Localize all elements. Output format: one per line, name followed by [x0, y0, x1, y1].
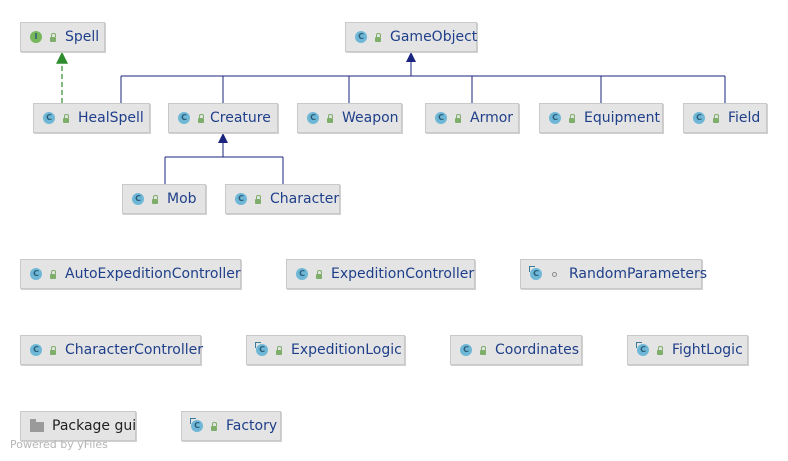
class-icon: C	[132, 192, 150, 206]
node-label: Factory	[226, 418, 278, 434]
class-icon: C	[355, 30, 373, 44]
node-field[interactable]: C Field	[683, 103, 767, 133]
node-label: CharacterController	[65, 342, 203, 358]
lock-icon	[455, 113, 461, 123]
class-icon: C	[30, 343, 48, 357]
class-icon: C	[549, 111, 567, 125]
class-icon: C	[435, 111, 453, 125]
lock-icon	[569, 113, 575, 123]
node-expedition-logic[interactable]: C ExpeditionLogic	[246, 335, 405, 365]
folder-icon	[30, 418, 44, 432]
class-icon: C	[235, 192, 253, 206]
lock-icon	[713, 113, 719, 123]
node-random-parameters[interactable]: C RandomParameters	[520, 259, 707, 289]
class-icon: C	[30, 267, 48, 281]
static-class-icon: C	[255, 342, 274, 357]
node-label: GameObject	[390, 29, 478, 45]
static-class-icon: C	[529, 266, 548, 281]
lock-icon	[375, 32, 381, 42]
node-label: Coordinates	[495, 342, 580, 358]
node-spell[interactable]: I Spell	[20, 22, 105, 52]
lock-icon	[50, 269, 56, 279]
lock-icon	[657, 345, 663, 355]
node-label: Weapon	[342, 110, 399, 126]
static-class-icon: C	[190, 418, 209, 433]
lock-icon	[276, 345, 282, 355]
node-label: ExpeditionController	[331, 266, 475, 282]
node-label: HealSpell	[78, 110, 144, 126]
node-label: Mob	[167, 191, 197, 207]
node-label: Armor	[470, 110, 514, 126]
node-factory[interactable]: C Factory	[181, 411, 281, 441]
lock-icon	[198, 113, 204, 123]
node-auto-expedition-controller[interactable]: C AutoExpeditionController	[20, 259, 241, 289]
lock-icon	[50, 345, 56, 355]
node-label: AutoExpeditionController	[65, 266, 241, 282]
lock-icon	[255, 194, 261, 204]
node-label: Character	[270, 191, 340, 207]
node-heal-spell[interactable]: C HealSpell	[33, 103, 150, 133]
lock-icon	[152, 194, 158, 204]
lock-icon	[50, 32, 56, 42]
lock-icon	[63, 113, 69, 123]
node-fight-logic[interactable]: C FightLogic	[627, 335, 748, 365]
node-label: RandomParameters	[569, 266, 708, 282]
lock-icon	[316, 269, 322, 279]
lock-icon	[480, 345, 486, 355]
node-weapon[interactable]: C Weapon	[297, 103, 402, 133]
package-private-icon	[552, 271, 557, 277]
node-mob[interactable]: C Mob	[122, 184, 206, 214]
node-equipment[interactable]: C Equipment	[539, 103, 663, 133]
lock-icon	[211, 421, 217, 431]
node-character[interactable]: C Character	[225, 184, 340, 214]
node-expedition-controller[interactable]: C ExpeditionController	[286, 259, 475, 289]
node-game-object[interactable]: C GameObject	[345, 22, 477, 52]
abstract-class-icon: C	[178, 111, 196, 125]
extends-edge-group-gameobject	[120, 52, 726, 103]
node-package-gui[interactable]: Package gui	[20, 411, 136, 441]
node-label: Spell	[65, 29, 100, 45]
node-label: Field	[728, 110, 761, 126]
lock-icon	[327, 113, 333, 123]
node-character-controller[interactable]: C CharacterController	[20, 335, 203, 365]
class-icon: C	[460, 343, 478, 357]
static-class-icon: C	[636, 342, 655, 357]
node-armor[interactable]: C Armor	[425, 103, 519, 133]
class-icon: C	[296, 267, 314, 281]
node-coordinates[interactable]: C Coordinates	[450, 335, 582, 365]
interface-icon: I	[30, 30, 48, 44]
extends-edge-group-creature	[164, 133, 284, 184]
node-label: FightLogic	[672, 342, 743, 358]
powered-by-footer: Powered by yFiles	[10, 438, 108, 451]
class-icon: C	[307, 111, 325, 125]
node-label: Creature	[210, 110, 271, 126]
class-icon: C	[693, 111, 711, 125]
node-label: ExpeditionLogic	[291, 342, 402, 358]
node-label: Package gui	[52, 418, 137, 434]
node-label: Equipment	[584, 110, 660, 126]
node-creature[interactable]: C Creature	[168, 103, 278, 133]
class-icon: C	[43, 111, 61, 125]
